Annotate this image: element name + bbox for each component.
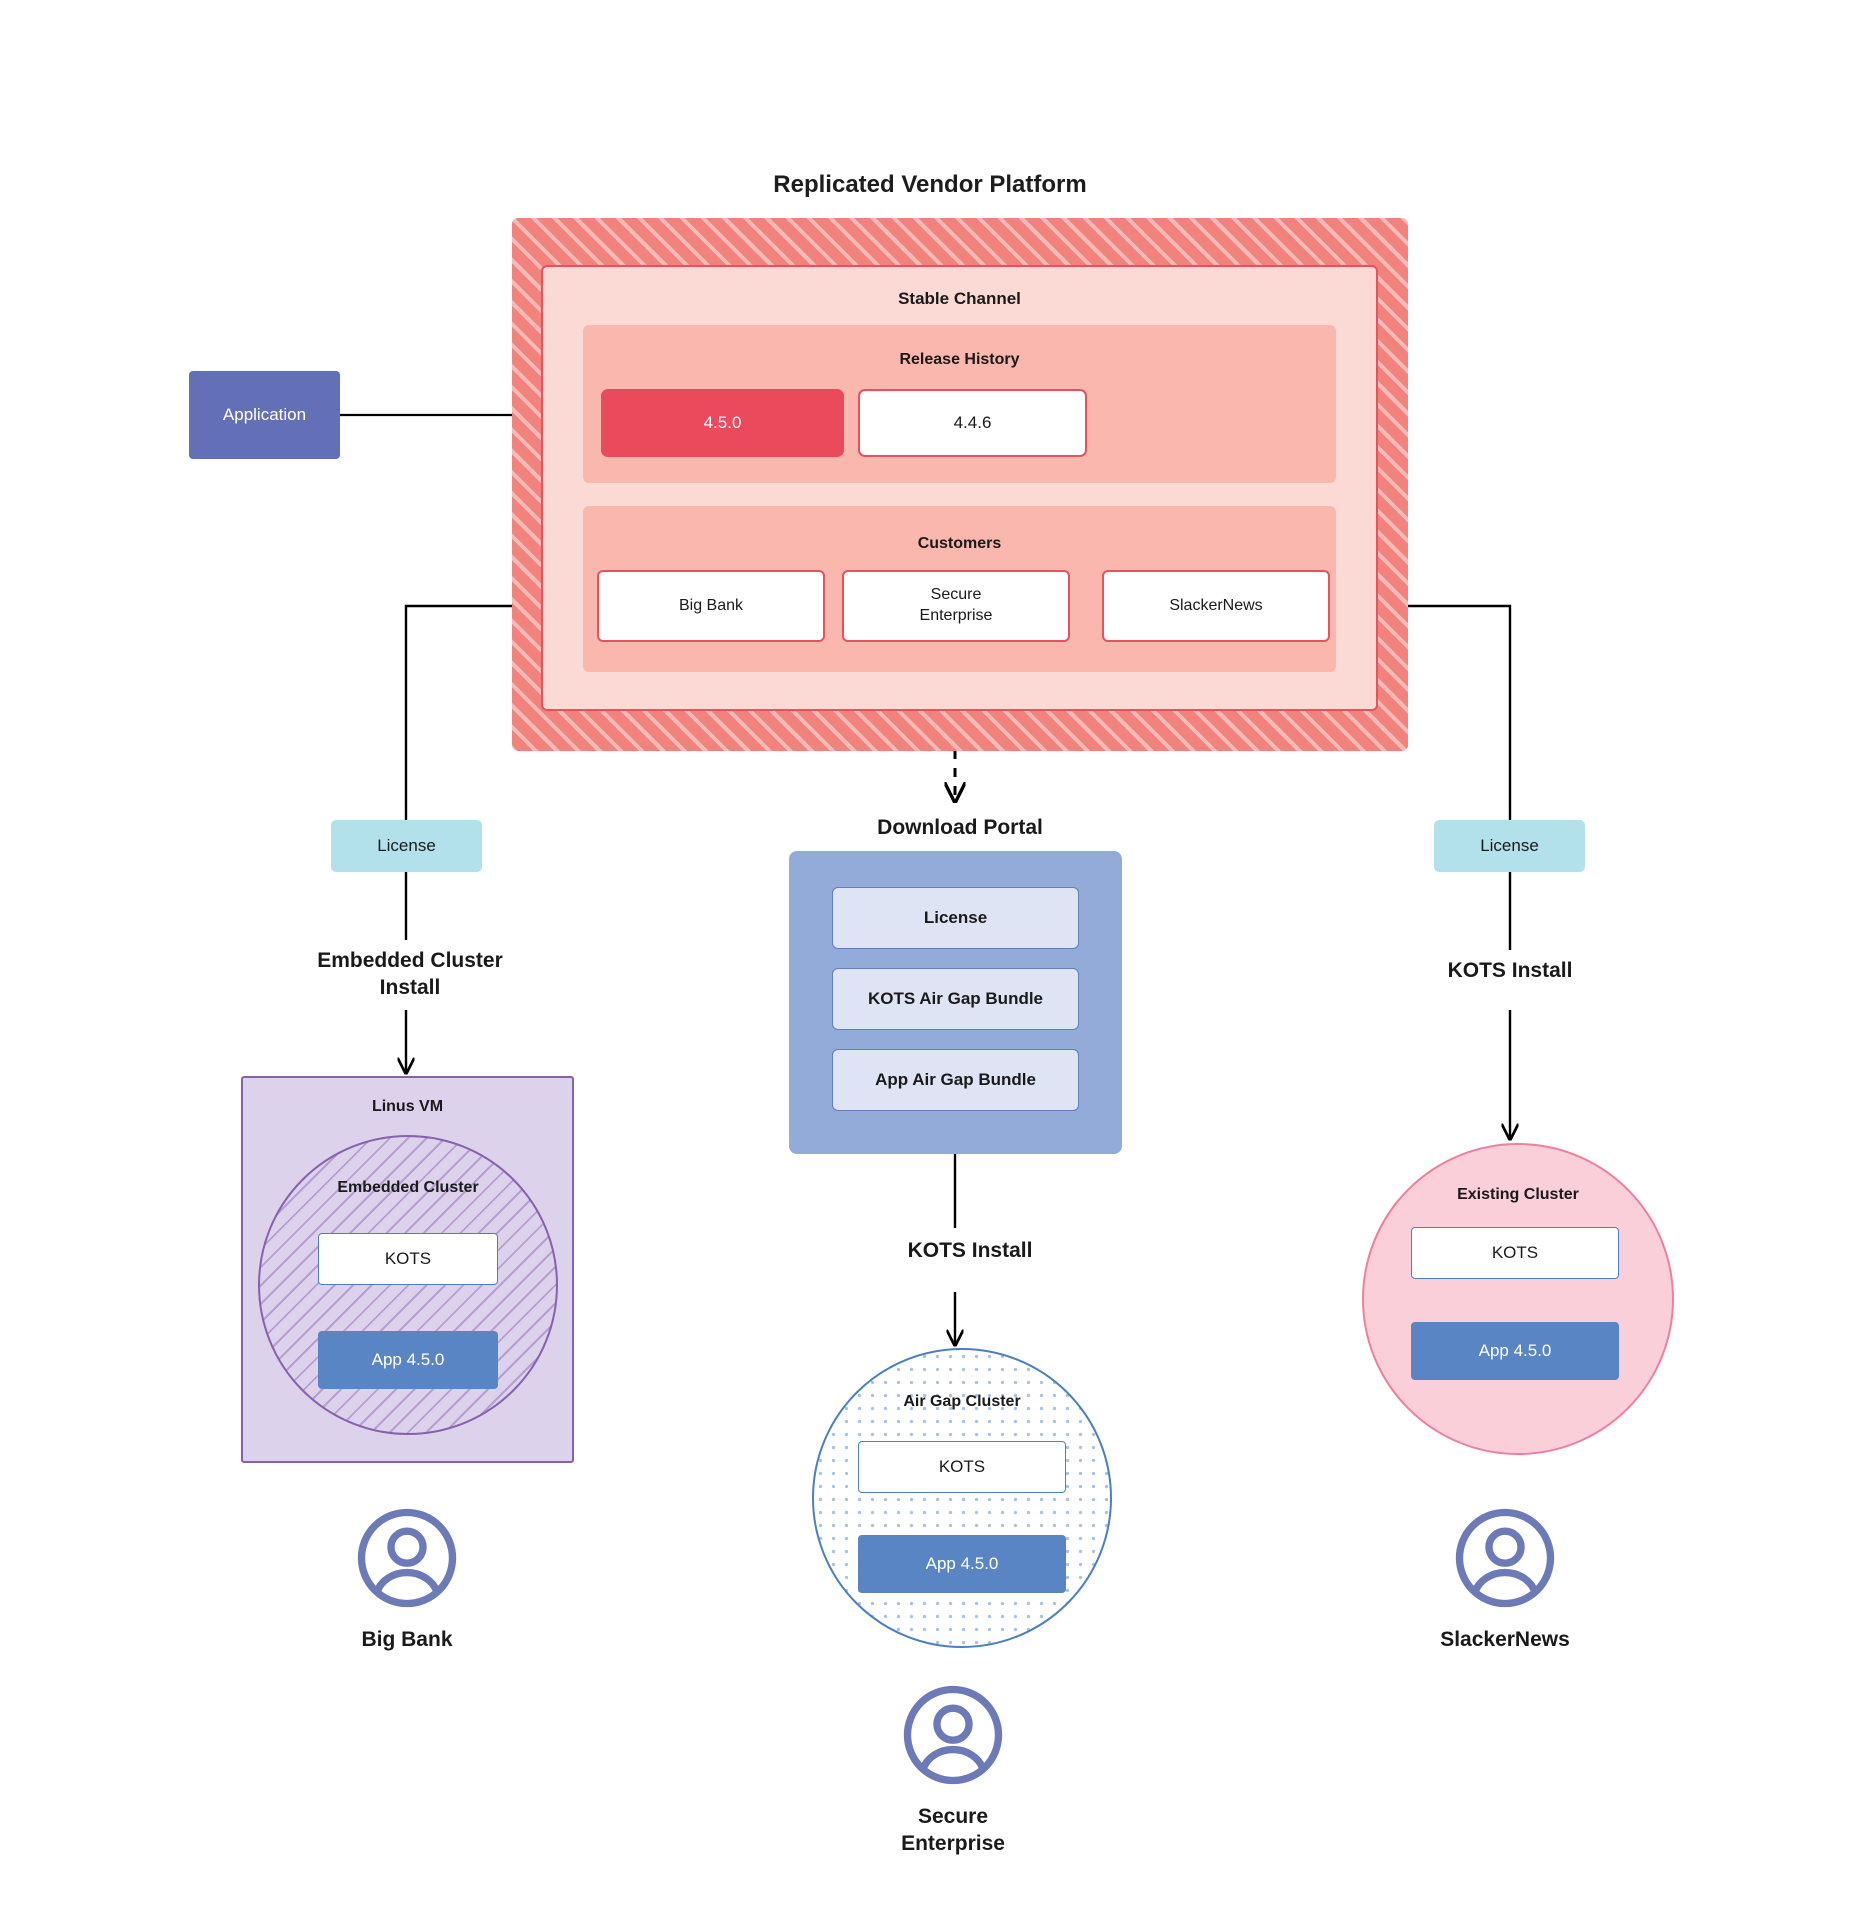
app-node-right[interactable]: App 4.5.0 [1411, 1322, 1619, 1380]
air-gap-cluster-circle [812, 1348, 1112, 1648]
customers-title: Customers [917, 535, 1002, 552]
persona-label: SlackerNews [1440, 1628, 1570, 1651]
label-embedded-cluster-install: Embedded Cluster Install [317, 949, 503, 999]
air-gap-cluster-title: Air Gap Cluster [903, 1393, 1021, 1410]
license-node-right[interactable]: License [1434, 820, 1585, 872]
user-avatar-icon [1455, 1508, 1555, 1608]
persona-label: Big Bank [361, 1628, 453, 1651]
existing-cluster-title: Existing Cluster [1457, 1186, 1579, 1203]
existing-cluster-circle [1362, 1143, 1674, 1455]
kots-node-left[interactable]: KOTS [318, 1233, 498, 1285]
label-kots-install-center: KOTS Install [907, 1239, 1033, 1262]
release-card-previous[interactable]: 4.4.6 [858, 389, 1087, 457]
kots-node-right[interactable]: KOTS [1411, 1227, 1619, 1279]
user-avatar-icon [357, 1508, 457, 1608]
persona-big-bank: Big Bank [297, 1506, 517, 1653]
user-avatar-icon [903, 1685, 1003, 1785]
customer-card-secure-enterprise[interactable]: Secure Enterprise [842, 570, 1070, 642]
portal-item-kots-air-gap-bundle[interactable]: KOTS Air Gap Bundle [832, 968, 1079, 1030]
license-node-left[interactable]: License [331, 820, 482, 872]
release-history-title: Release History [899, 351, 1020, 368]
persona-slackernews: SlackerNews [1395, 1506, 1615, 1653]
label-kots-install-right: KOTS Install [1447, 959, 1573, 982]
release-card-current[interactable]: 4.5.0 [601, 389, 844, 457]
app-node-center[interactable]: App 4.5.0 [858, 1535, 1066, 1593]
download-portal-title: Download Portal [877, 816, 1043, 839]
portal-item-app-air-gap-bundle[interactable]: App Air Gap Bundle [832, 1049, 1079, 1111]
application-node[interactable]: Application [189, 371, 340, 459]
portal-item-license[interactable]: License [832, 887, 1079, 949]
customer-card-big-bank[interactable]: Big Bank [597, 570, 825, 642]
customer-card-slackernews[interactable]: SlackerNews [1102, 570, 1330, 642]
stable-channel-title: Stable Channel [898, 289, 1021, 308]
embedded-cluster-circle [258, 1135, 558, 1435]
linus-vm-title: Linus VM [371, 1098, 444, 1115]
kots-node-center[interactable]: KOTS [858, 1441, 1066, 1493]
page-title: Replicated Vendor Platform [773, 171, 1087, 198]
app-node-left[interactable]: App 4.5.0 [318, 1331, 498, 1389]
embedded-cluster-title: Embedded Cluster [337, 1179, 479, 1196]
persona-label: Secure Enterprise [901, 1805, 1005, 1856]
persona-secure-enterprise: Secure Enterprise [843, 1683, 1063, 1858]
